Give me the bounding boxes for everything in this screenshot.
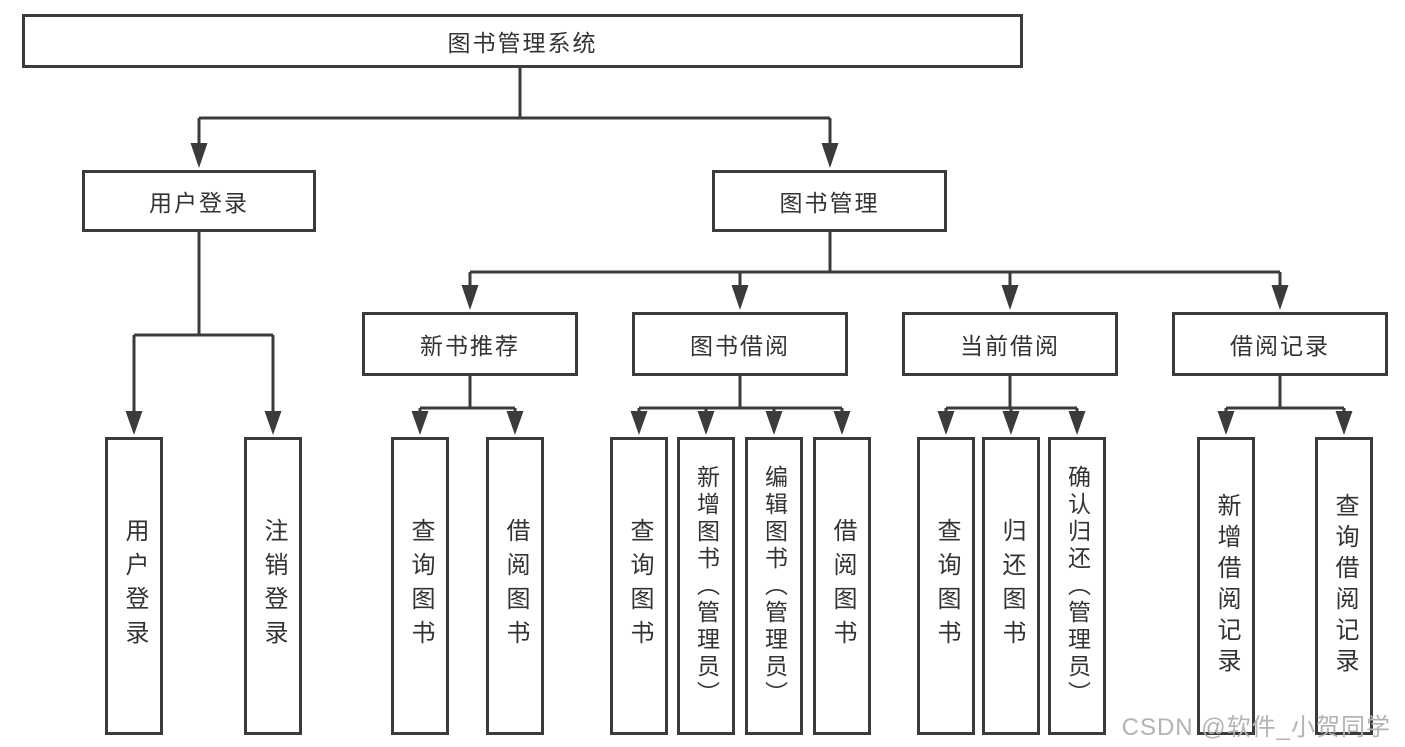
node-label: 新书推荐 [420,333,520,359]
node-label: 借阅图书 [502,518,529,654]
leaf-query-books-borrow: 查询图书 [610,437,668,735]
node-label: 查询图书 [407,518,434,654]
node-user-login: 用户登录 [82,170,316,232]
node-label: 用户登录 [149,190,249,216]
node-label: 编辑图书（管理员） [761,464,788,708]
node-label: 归还图书 [998,518,1025,654]
node-label: 借阅图书 [829,518,856,654]
node-label: 图书管理系统 [447,30,598,56]
node-label: 新增图书（管理员） [693,464,720,708]
leaf-query-borrow-record: 查询借阅记录 [1315,437,1373,735]
node-label: 注销登录 [260,518,287,654]
node-borrowing-records: 借阅记录 [1172,312,1388,376]
node-label: 图书借阅 [690,333,790,359]
leaf-user-login: 用户登录 [105,437,163,735]
node-label: 确认归还（管理员） [1064,464,1091,708]
leaf-return-books: 归还图书 [982,437,1040,735]
node-label: 用户登录 [121,518,148,654]
node-label: 新增借阅记录 [1213,493,1240,679]
leaf-edit-books-admin: 编辑图书（管理员） [745,437,803,735]
node-label: 借阅记录 [1230,333,1330,359]
leaf-query-books-current: 查询图书 [917,437,975,735]
node-label: 查询借阅记录 [1331,493,1358,679]
node-current-borrowing: 当前借阅 [902,312,1118,376]
node-book-management: 图书管理 [712,170,947,232]
leaf-logout: 注销登录 [244,437,302,735]
leaf-add-books-admin: 新增图书（管理员） [677,437,735,735]
node-library-management-system: 图书管理系统 [22,14,1023,68]
node-label: 图书管理 [779,190,880,216]
leaf-confirm-return-admin: 确认归还（管理员） [1048,437,1106,735]
node-label: 当前借阅 [960,333,1060,359]
arrowhead-icons [125,143,1353,435]
node-label: 查询图书 [626,518,653,654]
node-new-book-recommend: 新书推荐 [362,312,578,376]
leaf-add-borrow-record: 新增借阅记录 [1197,437,1255,735]
leaf-query-books-recommend: 查询图书 [391,437,449,735]
watermark: CSDN @软件_小贺同学 [1121,714,1391,741]
node-label: 查询图书 [933,518,960,654]
leaf-borrow-books: 借阅图书 [813,437,871,735]
leaf-borrow-books-recommend: 借阅图书 [486,437,544,735]
node-book-borrowing: 图书借阅 [632,312,848,376]
